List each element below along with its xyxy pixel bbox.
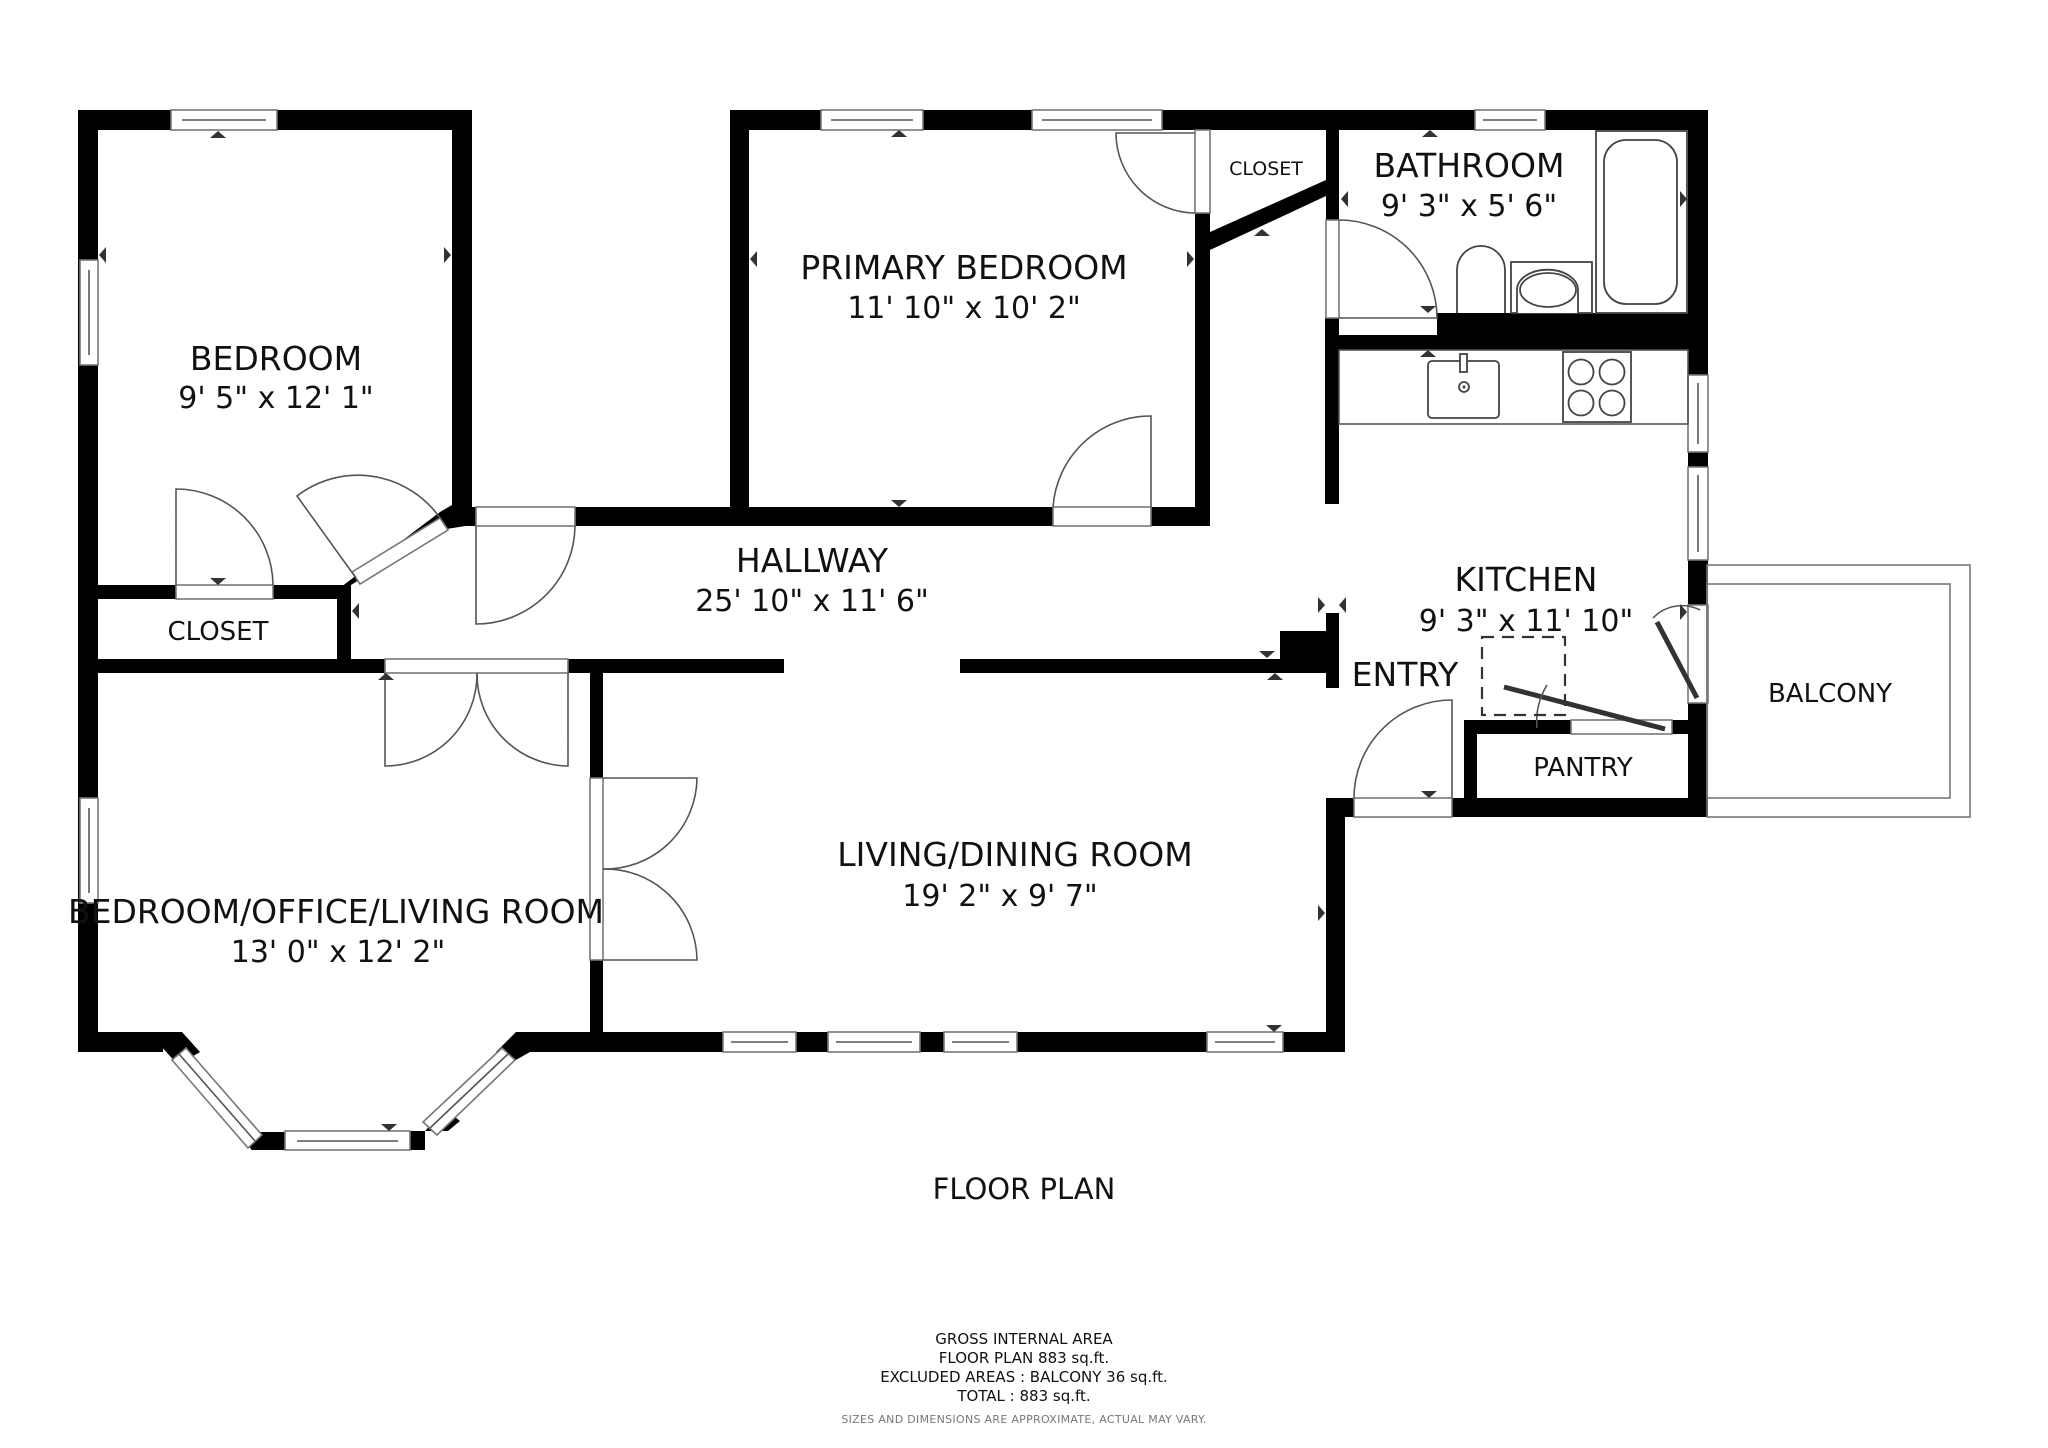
- disclaimer: SIZES AND DIMENSIONS ARE APPROXIMATE, AC…: [841, 1413, 1207, 1426]
- floor-plan-title: FLOOR PLAN: [932, 1172, 1116, 1206]
- room-dims-office: 13' 0" x 12' 2": [231, 935, 446, 970]
- total-area: TOTAL : 883 sq.ft.: [957, 1387, 1091, 1405]
- room-name-primary-bedroom: PRIMARY BEDROOM: [800, 248, 1127, 287]
- dashed-island-outline: [1480, 635, 1567, 717]
- room-dims-primary-bedroom: 11' 10" x 10' 2": [847, 291, 1081, 326]
- room-name-entry: ENTRY: [1352, 655, 1460, 694]
- room-name-hallway: HALLWAY: [736, 541, 889, 580]
- room-name-living-dining: LIVING/DINING ROOM: [837, 835, 1192, 874]
- room-labels: BEDROOM 9' 5" x 12' 1" CLOSET PRIMARY BE…: [68, 146, 1892, 970]
- room-name-bedroom: BEDROOM: [190, 339, 362, 378]
- fixtures: [1338, 130, 1971, 818]
- room-dims-hallway: 25' 10" x 11' 6": [695, 584, 929, 619]
- dimension-markers: [99, 130, 1687, 1131]
- room-name-balcony: BALCONY: [1768, 679, 1892, 709]
- kitchen-counter: [1338, 349, 1689, 425]
- room-name-bathroom: BATHROOM: [1374, 146, 1565, 185]
- room-dims-bedroom: 9' 5" x 12' 1": [178, 381, 373, 416]
- doors: [175, 129, 1709, 961]
- toilet-icon: [1456, 245, 1506, 313]
- area-summary: GROSS INTERNAL AREA FLOOR PLAN 883 sq.ft…: [0, 1330, 2048, 1406]
- gross-internal-area-heading: GROSS INTERNAL AREA: [935, 1330, 1113, 1348]
- room-name-pantry: PANTRY: [1533, 753, 1633, 783]
- room-dims-living-dining: 19' 2" x 9' 7": [902, 879, 1097, 914]
- room-name-kitchen: KITCHEN: [1455, 560, 1598, 599]
- room-dims-kitchen: 9' 3" x 11' 10": [1419, 604, 1634, 639]
- room-name-office: BEDROOM/OFFICE/LIVING ROOM: [68, 892, 604, 931]
- room-name-closet-primary: CLOSET: [1229, 158, 1303, 180]
- room-dims-bathroom: 9' 3" x 5' 6": [1381, 189, 1557, 224]
- windows: [79, 109, 1709, 1151]
- floor-plan-area: FLOOR PLAN 883 sq.ft.: [938, 1349, 1110, 1367]
- excluded-areas: EXCLUDED AREAS : BALCONY 36 sq.ft.: [880, 1368, 1168, 1386]
- room-name-closet-left: CLOSET: [168, 617, 269, 647]
